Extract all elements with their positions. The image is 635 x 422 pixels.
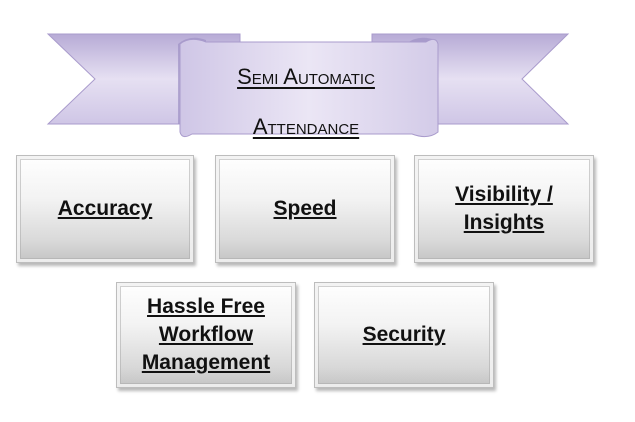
banner-center-panel: [179, 38, 439, 138]
card-speed-label: Speed: [273, 197, 337, 220]
card-accuracy: Accuracy: [16, 155, 194, 263]
card-visibility-label-line-2: Insights: [463, 211, 545, 234]
card-visibility-insights: Visibility / Insights: [414, 155, 594, 263]
title-banner: [46, 33, 570, 138]
card-speed: Speed: [215, 155, 395, 263]
banner-title-line-2: Attendance: [252, 114, 360, 139]
card-security-label: Security: [362, 323, 446, 346]
banner-title: Semi Automatic Attendance: [180, 52, 432, 152]
card-workflow-label-line-1: Hassle Free: [147, 295, 265, 318]
card-workflow-label-line-2: Workflow: [158, 323, 254, 346]
card-visibility-label-line-1: Visibility /: [455, 183, 553, 206]
card-accuracy-label: Accuracy: [57, 197, 153, 220]
card-security: Security: [314, 282, 494, 388]
banner-title-line-1: Semi Automatic: [237, 64, 375, 89]
card-workflow-label-line-3: Management: [141, 351, 271, 374]
card-hassle-free-workflow: Hassle Free Workflow Management: [116, 282, 296, 388]
